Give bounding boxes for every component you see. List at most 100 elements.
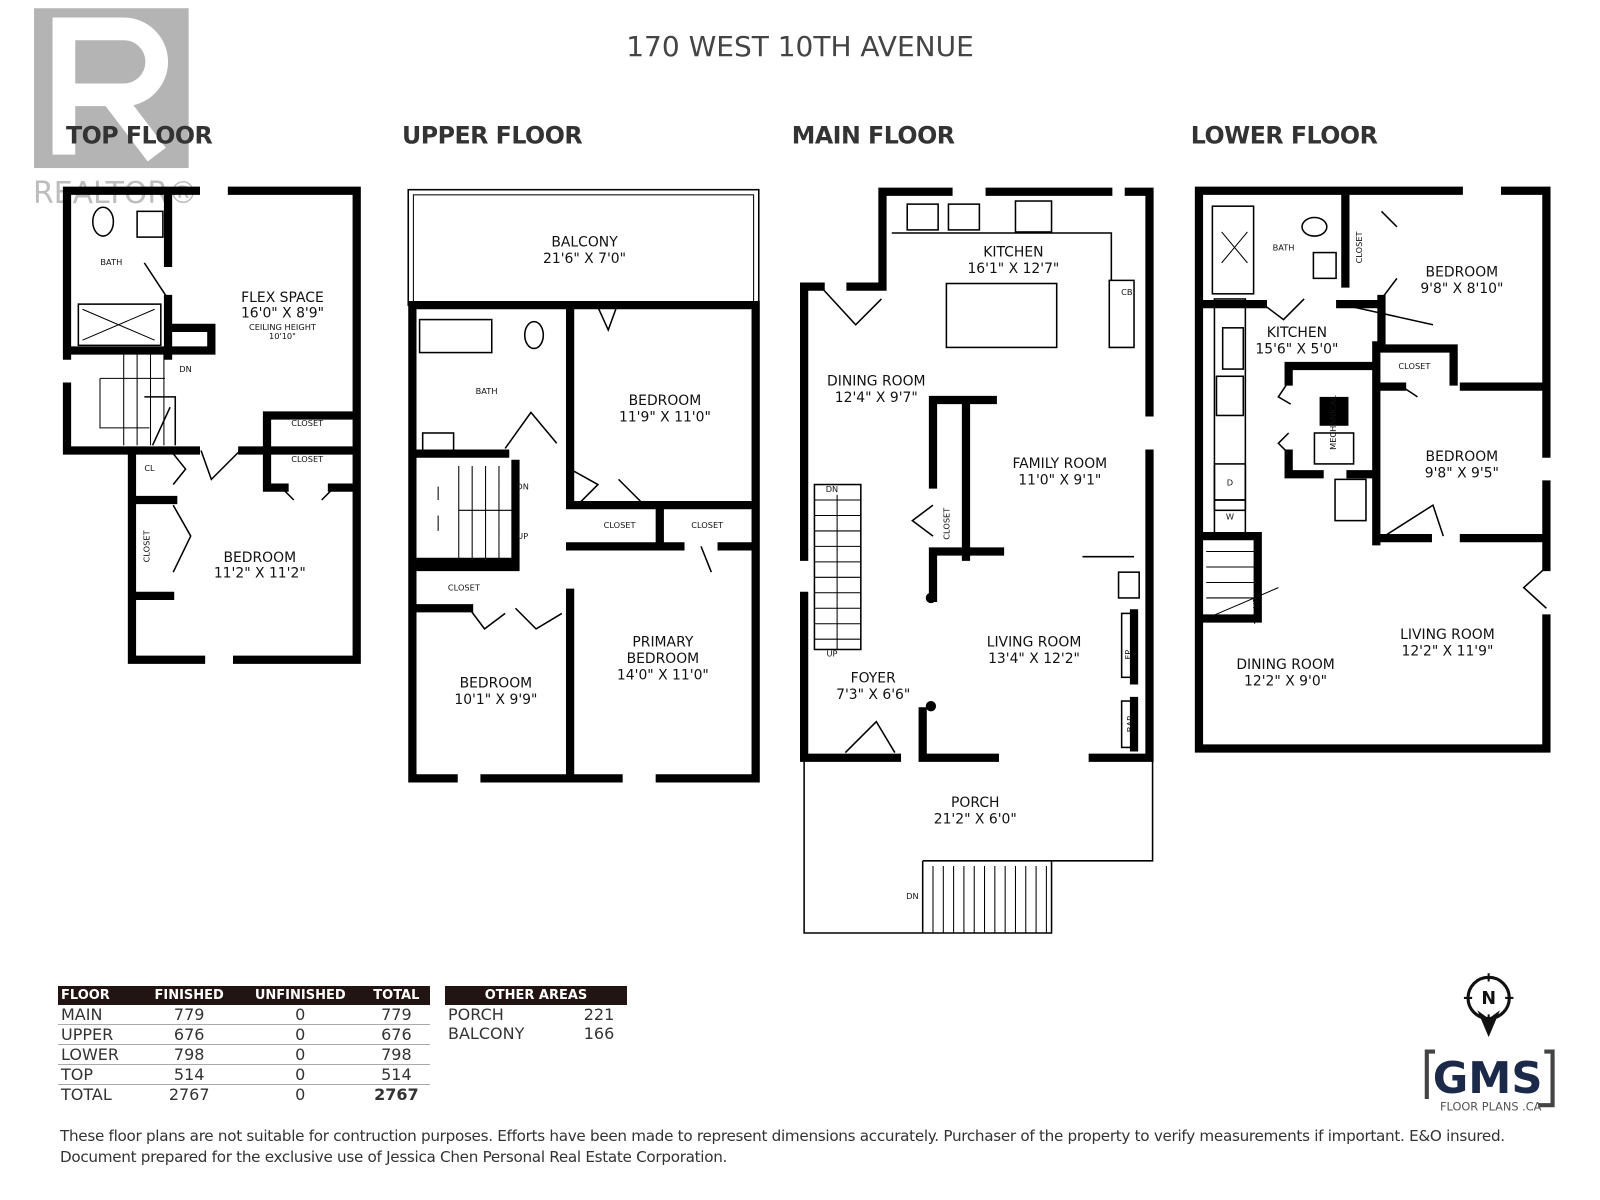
room-name-bedroom: BEDROOM xyxy=(1426,449,1499,465)
table-cell: 166 xyxy=(583,1024,615,1043)
room-name-foyer: FOYER xyxy=(851,670,896,686)
svg-text:FLOOR PLANS .CA: FLOOR PLANS .CA xyxy=(1440,1099,1542,1113)
table-cell: TOP xyxy=(58,1064,141,1085)
svg-text:N: N xyxy=(1481,989,1496,1009)
table-cell: 0 xyxy=(237,1064,363,1085)
room-name-dining-room: DINING ROOM xyxy=(1236,657,1334,673)
table-cell: BALCONY xyxy=(448,1024,525,1043)
room-name-family-room: FAMILY ROOM xyxy=(1012,456,1107,472)
room-label: BATH xyxy=(1273,243,1295,253)
table-cell: 0 xyxy=(237,1005,363,1025)
property-address-title: 170 WEST 10TH AVENUE xyxy=(626,30,974,63)
svg-text:GMS: GMS xyxy=(1433,1054,1543,1104)
room-label: CLOSET xyxy=(604,520,637,530)
table-cell: 0 xyxy=(237,1024,363,1045)
disclaimer-line: These floor plans are not suitable for c… xyxy=(60,1127,1505,1145)
table-cell: 0 xyxy=(237,1044,363,1065)
stair-label: DN xyxy=(906,891,919,901)
table-cell: 798 xyxy=(362,1044,430,1065)
table-cell: 514 xyxy=(140,1064,238,1085)
room-label: FP xyxy=(1123,650,1133,660)
room-name-bedroom: BEDROOM xyxy=(223,550,296,566)
room-dims: 11'0" X 9'1" xyxy=(1018,473,1101,489)
column-header: UNFINISHED xyxy=(237,986,363,1005)
realtor-watermark-logo: REALTOR® xyxy=(33,8,198,211)
upper-floor-plan: BALCONY 21'6" X 7'0" BATH BEDROOM 11'9" … xyxy=(407,188,760,783)
stair-label: UP xyxy=(517,531,528,541)
room-label: CLOSET xyxy=(291,454,324,464)
room-dims: 11'2" X 11'2" xyxy=(214,565,306,581)
floor-title-lower: LOWER FLOOR xyxy=(1191,121,1378,149)
room-dims: 21'2" X 6'0" xyxy=(934,812,1017,828)
floor-title-main: MAIN FLOOR xyxy=(792,121,955,149)
room-name-bedroom: BEDROOM xyxy=(629,393,702,409)
room-label: CLOSET xyxy=(691,520,724,530)
column-header: TOTAL xyxy=(362,986,430,1005)
room-label: BATH xyxy=(100,257,122,267)
table-cell: TOTAL xyxy=(61,1085,112,1104)
ceiling-height-value: 10'10" xyxy=(269,331,296,341)
table-cell: 0 xyxy=(295,1085,306,1104)
room-dims: 12'2" X 11'9" xyxy=(1401,644,1493,660)
room-name-bedroom: BEDROOM xyxy=(1426,264,1499,280)
table-cell: 514 xyxy=(362,1064,430,1085)
column-header: FINISHED xyxy=(140,986,238,1005)
stair-label: DN xyxy=(516,482,529,492)
table-cell: 779 xyxy=(362,1005,430,1025)
top-floor-plan: BATH FLEX SPACE 16'0" X 8'9" CEILING HEI… xyxy=(62,186,361,664)
floor-title-top: TOP FLOOR xyxy=(66,121,213,149)
stair-label: DN xyxy=(826,484,839,494)
room-label: CLOSET xyxy=(1398,361,1431,371)
stair-label: UP xyxy=(826,649,837,659)
table-cell: UPPER xyxy=(58,1024,141,1045)
room-name-kitchen: KITCHEN xyxy=(1267,325,1327,341)
room-dims: 12'2" X 9'0" xyxy=(1244,674,1327,690)
stair-label: UP xyxy=(1251,598,1261,609)
room-dims: 21'6" X 7'0" xyxy=(543,251,626,267)
room-name-porch: PORCH xyxy=(951,795,999,811)
table-cell: 779 xyxy=(140,1005,238,1025)
table-cell: MAIN xyxy=(58,1005,141,1025)
table-row: BALCONY 166 xyxy=(445,1024,627,1043)
room-dims: 9'8" X 9'5" xyxy=(1425,465,1499,481)
room-name-bedroom: BEDROOM xyxy=(460,676,533,692)
room-dims: 16'0" X 8'9" xyxy=(241,306,324,322)
table-cell: 676 xyxy=(362,1024,430,1045)
room-name-living-room: LIVING ROOM xyxy=(987,634,1082,650)
room-dims: 14'0" X 11'0" xyxy=(617,667,709,683)
room-label: CLOSET xyxy=(141,529,151,562)
room-dims: 16'1" X 12'7" xyxy=(967,261,1059,277)
table-cell: 798 xyxy=(140,1044,238,1065)
room-label: BAR xyxy=(1125,715,1135,732)
main-floor-plan: KITCHEN 16'1" X 12'7" CB DINING ROOM 12'… xyxy=(799,187,1154,934)
room-label: CLOSET xyxy=(448,583,481,593)
room-label: CB xyxy=(1121,287,1133,297)
room-name-balcony: BALCONY xyxy=(551,234,618,250)
room-name-flex-space: FLEX SPACE xyxy=(241,290,324,306)
room-dims: 12'4" X 9'7" xyxy=(835,390,918,406)
room-label: CL xyxy=(144,463,155,473)
stair-label: DN xyxy=(179,364,192,374)
disclaimer-line: Document prepared for the exclusive use … xyxy=(60,1148,728,1166)
washer-label: W xyxy=(1226,512,1234,522)
room-dims: 10'1" X 9'9" xyxy=(454,692,537,708)
dryer-label: D xyxy=(1227,478,1233,488)
lower-floor-plan: BATH CLOSET BEDROOM 9'8" X 8'10" KITCHEN… xyxy=(1194,186,1551,753)
room-name-primary: PRIMARY xyxy=(632,634,693,650)
table-cell: LOWER xyxy=(58,1044,141,1065)
table-cell: 676 xyxy=(140,1024,238,1045)
room-name-kitchen: KITCHEN xyxy=(983,245,1043,261)
room-label: CLOSET xyxy=(941,507,951,540)
room-label: CLOSET xyxy=(291,418,324,428)
floor-title-upper: UPPER FLOOR xyxy=(402,121,582,149)
table-cell: 2767 xyxy=(168,1085,210,1104)
table-cell: PORCH xyxy=(448,1005,504,1024)
room-name-dining-room: DINING ROOM xyxy=(827,374,925,390)
